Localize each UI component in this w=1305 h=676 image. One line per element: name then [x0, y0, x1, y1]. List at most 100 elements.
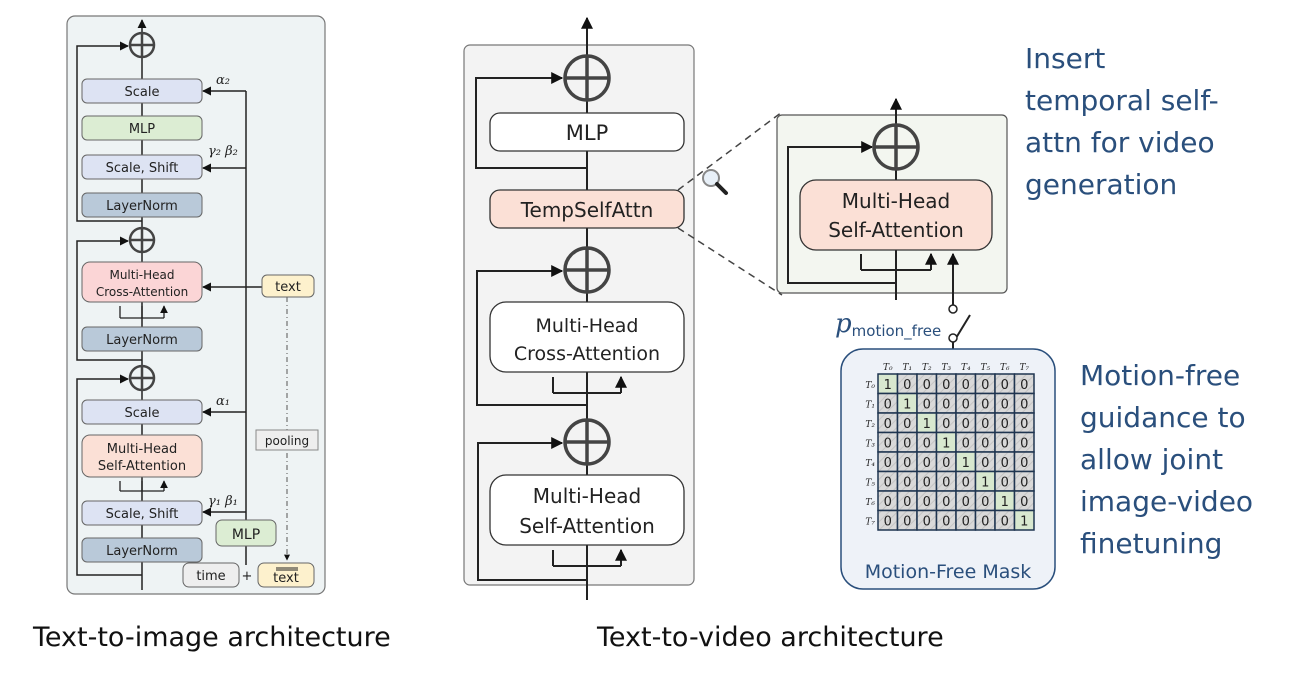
mask-cell-value: 0: [1001, 514, 1009, 529]
mask-cell-value: 0: [903, 495, 911, 510]
add-icon: [128, 364, 156, 392]
caption-text-to-image: Text-to-image architecture: [33, 622, 391, 653]
mask-col-label: T₃: [941, 363, 951, 373]
alpha1-label: α₁: [216, 394, 230, 409]
mask-cell-value: 0: [981, 397, 989, 412]
mlp-box: [489, 112, 685, 152]
mask-cell-value: 0: [962, 436, 970, 451]
add-icon: [872, 123, 920, 171]
mask-cell-value: 0: [884, 456, 892, 471]
gamma1-beta1-label: γ₁ β₁: [208, 494, 238, 509]
annotation-line: temporal self-: [1025, 84, 1219, 117]
mask-cell-value: 1: [942, 436, 950, 451]
insert-annotation: Insert temporal self- attn for video gen…: [1025, 38, 1219, 206]
add-icon: [128, 226, 156, 254]
mask-row-label: T₇: [865, 517, 875, 527]
svg-text:time: time: [196, 569, 225, 584]
mask-cell-value: 0: [1001, 417, 1009, 432]
scale-shift-box-bottom: [81, 500, 203, 526]
svg-text:text: text: [275, 280, 301, 295]
mask-cell-value: 0: [981, 495, 989, 510]
mask-cell-value: 0: [981, 378, 989, 393]
mask-cell-value: 0: [962, 417, 970, 432]
self-attention-box: [489, 474, 685, 546]
self-attention-box: [799, 179, 993, 251]
svg-text:LayerNorm: LayerNorm: [106, 199, 178, 214]
mask-cell-value: 0: [884, 417, 892, 432]
annotation-line: attn for video: [1025, 126, 1215, 159]
zoom-detail: Multi-Head Self-Attention: [776, 97, 1008, 305]
mask-cell-value: 0: [903, 436, 911, 451]
annotation-line: Insert: [1025, 42, 1106, 75]
time-box: [182, 562, 240, 588]
mask-cell-value: 0: [923, 436, 931, 451]
pooling-box: [255, 429, 319, 451]
svg-text:Scale, Shift: Scale, Shift: [106, 161, 179, 176]
mask-cell-value: 1: [923, 417, 931, 432]
svg-text:text: text: [273, 571, 299, 586]
mask-cell-value: 0: [942, 417, 950, 432]
svg-text:Multi-Head: Multi-Head: [107, 442, 177, 457]
svg-text:TempSelfAttn: TempSelfAttn: [520, 198, 654, 222]
mask-cell-value: 0: [942, 378, 950, 393]
mask-cell-value: 1: [903, 397, 911, 412]
mask-cell-value: 0: [1001, 475, 1009, 490]
mask-cell-value: 0: [962, 378, 970, 393]
layernorm-box-bottom: [81, 537, 203, 563]
mask-cell-value: 0: [1020, 475, 1028, 490]
svg-text:LayerNorm: LayerNorm: [106, 333, 178, 348]
zoom-guide-line: [677, 111, 783, 191]
mask-cell-value: 1: [884, 378, 892, 393]
svg-text:MLP: MLP: [566, 121, 608, 145]
mask-cell-value: 0: [962, 514, 970, 529]
mask-cell-value: 0: [903, 378, 911, 393]
mask-cell-value: 0: [981, 417, 989, 432]
mask-cell-value: 0: [942, 397, 950, 412]
annotation-line: guidance to: [1080, 401, 1246, 434]
mask-cell-value: 0: [1020, 378, 1028, 393]
annotation-line: Motion-free: [1080, 359, 1241, 392]
temp-self-attn-box: [489, 189, 685, 229]
svg-text:Multi-Head: Multi-Head: [533, 484, 641, 508]
mask-cell-value: 0: [942, 514, 950, 529]
mask-cell-value: 0: [923, 495, 931, 510]
mask-row-label: T₅: [865, 478, 875, 488]
mask-col-label: T₀: [883, 363, 893, 373]
add-icon: [563, 54, 611, 102]
mask-cell-value: 0: [1020, 456, 1028, 471]
mask-cell-value: 0: [962, 495, 970, 510]
mask-cell-value: 0: [1001, 456, 1009, 471]
mask-cell-value: 0: [981, 456, 989, 471]
mask-cell-value: 0: [923, 475, 931, 490]
mask-col-label: T₆: [1000, 363, 1010, 373]
mask-cell-value: 0: [1020, 417, 1028, 432]
mask-cell-value: 0: [903, 475, 911, 490]
mask-cell-value: 0: [923, 514, 931, 529]
mask-cell-value: 0: [942, 475, 950, 490]
mask-row-label: T₂: [865, 420, 875, 430]
svg-text:Multi-Head: Multi-Head: [536, 315, 639, 337]
text-input-box: [261, 274, 315, 298]
cross-attention-box: [81, 261, 203, 303]
pooled-text-box: [257, 562, 315, 588]
layernorm-box-top: [81, 192, 203, 218]
skip-connection: [76, 236, 142, 361]
p-motion-free-label: pmotion_free: [835, 309, 941, 341]
mask-cell-value: 0: [1020, 436, 1028, 451]
mask-row-label: T₆: [865, 498, 875, 508]
mask-cell-value: 0: [1020, 397, 1028, 412]
mask-col-label: T₄: [961, 363, 971, 373]
mask-title: Motion-Free Mask: [865, 561, 1032, 583]
mask-cell-value: 0: [923, 456, 931, 471]
svg-text:Cross-Attention: Cross-Attention: [96, 285, 188, 299]
motion-free-annotation: Motion-free guidance to allow joint imag…: [1080, 355, 1253, 565]
mask-col-label: T₂: [922, 363, 932, 373]
scale-box-top: [81, 78, 203, 104]
svg-text:Cross-Attention: Cross-Attention: [514, 343, 660, 365]
mask-cell-value: 0: [923, 378, 931, 393]
svg-text:Multi-Head: Multi-Head: [109, 268, 174, 282]
svg-text:pooling: pooling: [265, 434, 309, 448]
mask-cell-value: 1: [962, 456, 970, 471]
mask-cell-value: 0: [884, 475, 892, 490]
